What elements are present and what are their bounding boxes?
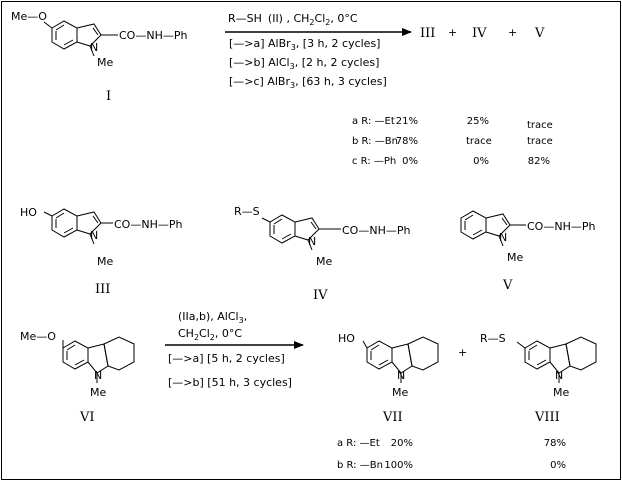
yield-iv: 0% xyxy=(473,156,489,167)
yield-iii: 21% xyxy=(396,116,418,127)
condition-b: [—>b] [51 h, 3 cycles] xyxy=(168,376,292,389)
compound-label-VI: VI xyxy=(79,410,95,425)
reagent-line-1: (IIa,b), AlCl3, xyxy=(178,310,247,325)
n-methyl-label: Me xyxy=(392,386,408,399)
yield-vii: 20% xyxy=(391,438,413,449)
compound-label-VII: VII xyxy=(382,410,403,425)
yield-table-2: a R: —Et 20% 78% b R: —Bn 100% 0% xyxy=(337,438,566,471)
compound-VI xyxy=(62,336,135,383)
product-III: III xyxy=(420,26,435,41)
nitrogen-label: N xyxy=(555,369,563,382)
yield-row-label: b R: —Bn xyxy=(352,136,398,147)
condition-a: [—>a] AlBr3, [3 h, 2 cycles] xyxy=(229,37,380,52)
n-methyl-label: Me xyxy=(316,255,332,268)
nitrogen-label: N xyxy=(94,369,102,382)
amide-label: CO—NH—Ph xyxy=(342,224,410,237)
thioether-label: R—S xyxy=(234,205,260,218)
plus-2: + xyxy=(508,26,517,39)
n-methyl-label: Me xyxy=(90,386,106,399)
yield-v: trace xyxy=(527,120,553,131)
hydroxy-label: HO xyxy=(338,332,355,345)
methoxy-label: Me—O xyxy=(20,330,56,343)
yield-row-label: c R: —Ph xyxy=(352,156,396,167)
compound-I xyxy=(43,20,118,57)
product-IV: IV xyxy=(472,26,487,41)
yield-vii: 100% xyxy=(384,460,413,471)
yield-viii: 0% xyxy=(550,460,566,471)
yield-row-label: b R: —Bn xyxy=(337,460,383,471)
nitrogen-label: N xyxy=(308,235,316,248)
nitrogen-label: N xyxy=(499,231,507,244)
hydroxy-label: HO xyxy=(20,206,37,219)
product-V: V xyxy=(534,26,545,41)
thioether-label: R—S xyxy=(480,332,506,345)
n-methyl-label: Me xyxy=(97,56,113,69)
yield-iii: 0% xyxy=(402,156,418,167)
condition-a: [—>a] [5 h, 2 cycles] xyxy=(168,352,285,365)
compound-III xyxy=(43,208,113,245)
reagent-line-2: CH2Cl2, 0°C xyxy=(178,327,242,342)
compound-IV xyxy=(261,214,341,251)
yield-iv: 25% xyxy=(467,116,489,127)
yield-v: trace xyxy=(527,136,553,147)
compound-VIII xyxy=(516,336,597,383)
methoxy-label: Me—O xyxy=(11,10,47,23)
compound-V xyxy=(460,210,526,247)
cyclohexane-ring xyxy=(103,336,135,371)
nitrogen-label: N xyxy=(90,41,98,54)
compound-label-V: V xyxy=(502,278,513,293)
compound-label-III: III xyxy=(95,282,110,297)
nitrogen-label: N xyxy=(397,369,405,382)
yield-viii: 78% xyxy=(544,438,566,449)
n-methyl-label: Me xyxy=(553,386,569,399)
compound-label-I: I xyxy=(106,89,111,104)
amide-label: CO—NH—Ph xyxy=(527,220,595,233)
yield-table-1: a R: —Et 21% 25% trace b R: —Bn 78% trac… xyxy=(352,116,553,167)
n-methyl-label: Me xyxy=(507,251,523,264)
condition-c: [—>c] AlBr3, [63 h, 3 cycles] xyxy=(229,75,387,90)
yield-iii: 78% xyxy=(396,136,418,147)
yield-iv: trace xyxy=(466,136,492,147)
nitrogen-label: N xyxy=(90,229,98,242)
cyclohexane-ring xyxy=(407,336,439,371)
plus-sign: + xyxy=(458,346,467,359)
yield-row-label: a R: —Et xyxy=(337,438,380,449)
plus-1: + xyxy=(448,26,457,39)
cyclohexane-ring xyxy=(565,336,597,371)
compound-label-VIII: VIII xyxy=(534,410,560,425)
n-methyl-label: Me xyxy=(97,255,113,268)
condition-b: [—>b] AlCl3, [2 h, 2 cycles] xyxy=(229,56,379,71)
amide-label: CO—NH—Ph xyxy=(119,29,187,42)
compound-VII xyxy=(362,336,439,383)
compound-label-IV: IV xyxy=(313,288,328,303)
yield-v: 82% xyxy=(528,156,550,167)
yield-row-label: a R: —Et xyxy=(352,116,395,127)
thiol-reagent: R—SH(II) , CH2Cl2, 0°C xyxy=(228,12,358,27)
amide-label: CO—NH—Ph xyxy=(114,218,182,231)
